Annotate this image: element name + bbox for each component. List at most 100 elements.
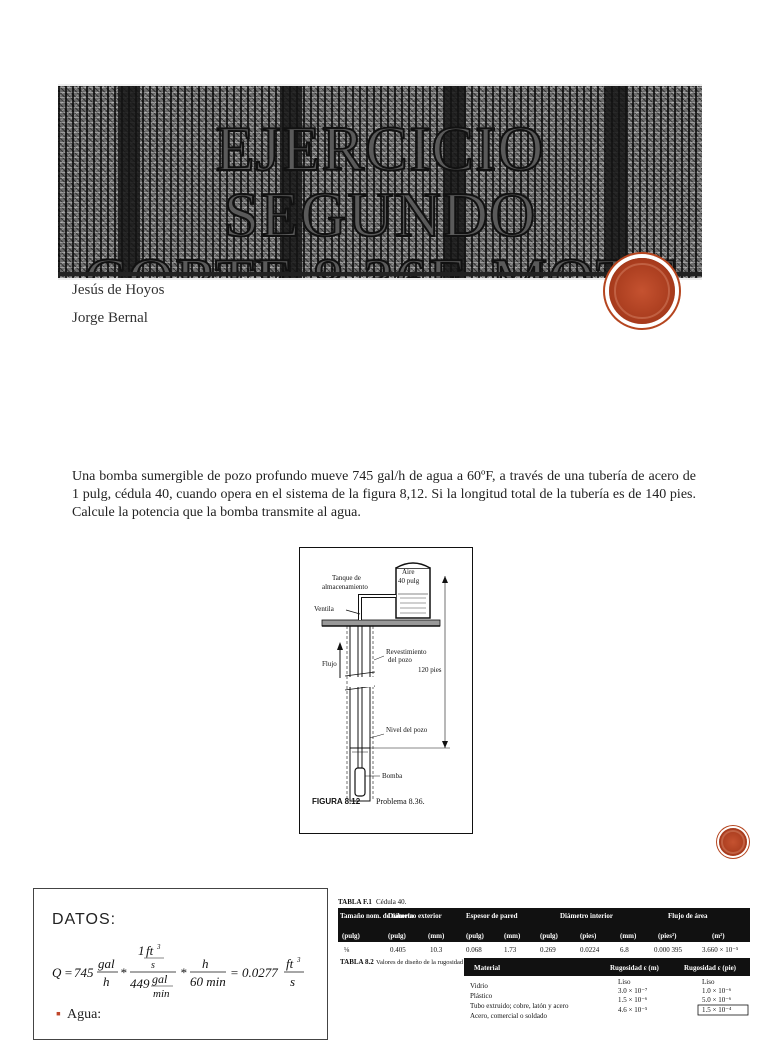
well-pump-diagram: Aire 40 pulg Tanque de almacenamiento Ve… <box>312 562 450 806</box>
svg-text:Espesor de pared: Espesor de pared <box>466 912 518 920</box>
svg-text:449: 449 <box>130 976 150 991</box>
svg-text:gal: gal <box>152 972 168 986</box>
svg-text:*: * <box>120 965 127 980</box>
svg-text:6.8: 6.8 <box>620 946 629 954</box>
formula-svg: Q = 745 gal h * 1 ft 3 s 449 gal min <box>52 943 304 1000</box>
svg-text:Flujo de área: Flujo de área <box>668 912 708 920</box>
svg-text:Liso: Liso <box>618 978 631 986</box>
svg-text:0.0277: 0.0277 <box>242 965 278 980</box>
label-revestimiento: Revestimiento <box>386 648 427 656</box>
datos-panel: DATOS: Q = 745 gal h * 1 ft 3 s 449 <box>33 888 328 1040</box>
svg-text:1.0 × 10⁻⁶: 1.0 × 10⁻⁶ <box>702 987 732 995</box>
svg-text:(pulg): (pulg) <box>342 932 361 940</box>
banner-stripe <box>280 86 302 278</box>
table-e1-title: TABLA F.1 <box>338 898 372 906</box>
title-underline <box>58 272 702 276</box>
label-bomba: Bomba <box>382 772 403 780</box>
svg-text:(pulg): (pulg) <box>466 932 485 940</box>
bullet-marker: ▪ <box>56 1007 61 1022</box>
svg-text:Rugosidad ε (m): Rugosidad ε (m) <box>610 964 660 972</box>
banner-stripe <box>606 86 628 278</box>
label-pulg: 40 pulg <box>398 577 420 585</box>
svg-text:(mm): (mm) <box>620 932 637 940</box>
svg-text:Tubo extruido; cobre, latón y: Tubo extruido; cobre, latón y acero <box>470 1002 569 1010</box>
reference-tables: TABLA F.1 Cédula 40. Tamaño nom. de tube… <box>338 894 750 1024</box>
svg-text:s: s <box>290 974 295 989</box>
table-82-title: TABLA 8.2 <box>340 958 374 966</box>
label-flujo: Flujo <box>322 660 337 668</box>
banner-texture <box>58 86 702 278</box>
svg-text:h: h <box>103 974 110 989</box>
label-tanque: Tanque de <box>332 574 361 582</box>
author-2: Jorge Bernal <box>72 310 148 326</box>
svg-text:⅛: ⅛ <box>344 946 350 954</box>
svg-text:0.068: 0.068 <box>466 946 482 954</box>
svg-text:3: 3 <box>156 943 161 951</box>
slide-title: EJERCICIO SEGUNDO CORTE 8.36E-MOTT <box>58 113 702 279</box>
label-height: 120 pies <box>418 666 442 674</box>
svg-text:745: 745 <box>74 965 94 980</box>
svg-text:Q: Q <box>52 965 62 980</box>
datos-title: DATOS: <box>52 911 117 928</box>
svg-text:4.6 × 10⁻⁵: 4.6 × 10⁻⁵ <box>618 1006 648 1014</box>
decorative-circle <box>609 258 675 324</box>
svg-text:Diámetro interior: Diámetro interior <box>560 912 613 920</box>
svg-text:=: = <box>64 965 73 980</box>
svg-text:(pulg): (pulg) <box>540 932 559 940</box>
problem-statement: Una bomba sumergible de pozo profundo mu… <box>72 469 696 520</box>
svg-text:(mm): (mm) <box>428 932 445 940</box>
label-almacenamiento: almacenamiento <box>322 583 368 591</box>
svg-text:*: * <box>180 965 187 980</box>
svg-text:Liso: Liso <box>702 978 715 986</box>
bullet-text: Agua: <box>66 1007 102 1022</box>
flow-conversion-formula: Q = 745 gal h * 1 ft 3 s 449 gal min <box>52 941 322 1003</box>
svg-text:(m²): (m²) <box>712 932 725 940</box>
decorative-circle-small <box>719 828 747 856</box>
svg-text:60 min: 60 min <box>190 974 226 989</box>
table-82-subtitle: Valores de diseño de la rugosidad de tub… <box>376 959 489 966</box>
tables-svg: TABLA F.1 Cédula 40. Tamaño nom. de tube… <box>338 898 750 1024</box>
svg-text:Diámetro exterior: Diámetro exterior <box>388 912 442 920</box>
svg-text:0.269: 0.269 <box>540 946 556 954</box>
label-del-pozo: del pozo <box>388 656 412 664</box>
svg-text:(mm): (mm) <box>504 932 521 940</box>
svg-text:0.000 395: 0.000 395 <box>654 946 683 954</box>
svg-text:ft: ft <box>286 956 294 971</box>
svg-text:10.3: 10.3 <box>430 946 443 954</box>
svg-text:Vidrio: Vidrio <box>470 982 488 990</box>
svg-text:(pies): (pies) <box>580 932 597 940</box>
svg-text:s: s <box>151 960 155 971</box>
svg-text:Tamaño nom. de tubería: Tamaño nom. de tubería <box>340 912 414 920</box>
svg-text:1: 1 <box>138 943 145 958</box>
table-e1-subtitle: Cédula 40. <box>376 898 407 906</box>
title-banner: EJERCICIO SEGUNDO CORTE 8.36E-MOTT <box>58 84 702 280</box>
svg-text:(pies²): (pies²) <box>658 932 677 940</box>
svg-text:Acero, comercial o soldado: Acero, comercial o soldado <box>470 1012 547 1020</box>
svg-text:h: h <box>202 956 209 971</box>
svg-text:1.5 × 10⁻⁴: 1.5 × 10⁻⁴ <box>702 1006 732 1014</box>
svg-text:ft: ft <box>146 943 154 958</box>
svg-text:1.73: 1.73 <box>504 946 517 954</box>
svg-text:Material: Material <box>474 964 500 972</box>
caption-text: Problema 8.36. <box>376 797 425 806</box>
svg-text:3.0 × 10⁻⁷: 3.0 × 10⁻⁷ <box>618 987 648 995</box>
svg-text:0.405: 0.405 <box>390 946 406 954</box>
author-1: Jesús de Hoyos <box>72 282 165 298</box>
caption-bold: FIGURA 8.12 <box>312 797 361 806</box>
label-aire: Aire <box>402 568 414 576</box>
svg-text:min: min <box>153 988 170 999</box>
banner-stripe <box>444 86 466 278</box>
title-line-1: EJERCICIO SEGUNDO <box>215 113 545 250</box>
figure-8-12: Aire 40 pulg Tanque de almacenamiento Ve… <box>299 547 473 834</box>
title-slide: EJERCICIO SEGUNDO CORTE 8.36E-MOTT Jesús… <box>0 0 768 440</box>
svg-text:gal: gal <box>98 956 115 971</box>
svg-text:0.0224: 0.0224 <box>580 946 600 954</box>
banner-stripe <box>118 86 140 278</box>
svg-text:(pulg): (pulg) <box>388 932 407 940</box>
problem-slide: Una bomba sumergible de pozo profundo mu… <box>0 450 768 870</box>
svg-text:1.5 × 10⁻⁶: 1.5 × 10⁻⁶ <box>618 996 648 1004</box>
label-nivel: Nivel del pozo <box>386 726 428 734</box>
svg-text:5.0 × 10⁻⁶: 5.0 × 10⁻⁶ <box>702 996 732 1004</box>
label-ventila: Ventila <box>314 605 335 613</box>
data-slide: DATOS: Q = 745 gal h * 1 ft 3 s 449 <box>0 878 768 1040</box>
